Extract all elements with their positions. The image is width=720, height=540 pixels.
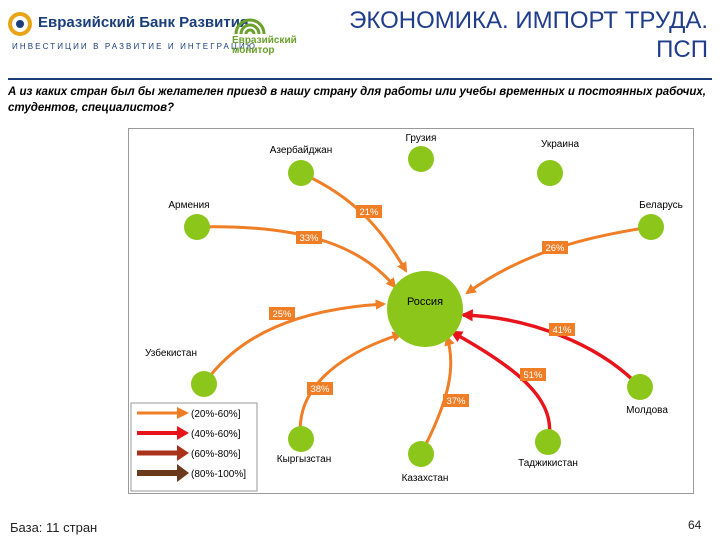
footer-base: База: 11 стран [10, 520, 98, 535]
header-divider [8, 78, 712, 80]
node-kazakhstan [408, 441, 434, 467]
monitor-name: Евразийский монитор [232, 35, 297, 56]
legend-head-3 [177, 464, 189, 482]
arrow-kazakhstan [419, 334, 455, 455]
node-tajikistan-label: Таджикистан [518, 458, 578, 469]
node-armenia-label: Армения [168, 200, 209, 211]
bank-logo-icon [8, 12, 32, 36]
percent-box-belarus [542, 241, 568, 254]
header: Евразийский Банк Развития ИНВЕСТИЦИИ В Р… [0, 0, 720, 78]
arrow-belarus [465, 225, 652, 295]
node-armenia [184, 214, 210, 240]
legend-box [130, 402, 258, 492]
percent-label-belarus: 26% [545, 243, 565, 254]
legend-head-0 [177, 407, 189, 419]
node-georgia [408, 146, 434, 172]
percent-box-moldova [549, 323, 575, 336]
legend-head-2 [177, 445, 189, 461]
percent-label-azerbaijan: 21% [359, 207, 379, 218]
percent-label-kazakhstan: 37% [446, 396, 466, 407]
percent-box-tajikistan [520, 368, 546, 381]
percent-box-kyrgyzstan [307, 382, 333, 395]
percent-box-kazakhstan [443, 394, 469, 407]
monitor-line-2: монитор [232, 45, 275, 56]
node-georgia-label: Грузия [406, 133, 437, 144]
percent-label-tajikistan: 51% [523, 370, 543, 381]
percent-box-uzbekistan [269, 307, 295, 320]
page-number: 64 [688, 518, 702, 532]
node-kazakhstan-label: Казахстан [402, 473, 449, 484]
node-ukraine-label: Украина [541, 139, 580, 150]
title-line-2: ПСП [656, 36, 708, 63]
node-kyrgyzstan-label: Кыргызстан [277, 454, 331, 465]
percent-label-uzbekistan: 25% [272, 309, 292, 320]
node-moldova [627, 374, 653, 400]
node-azerbaijan-label: Азербайджан [270, 144, 333, 156]
arrow-azerbaijan [300, 171, 408, 273]
percent-box-azerbaijan [356, 205, 382, 218]
survey-question: А из каких стран был бы желателен приезд… [8, 86, 707, 114]
legend-label-1: (40%-60%] [191, 429, 241, 440]
arrow-tajikistan [449, 330, 552, 443]
legend-head-1 [177, 426, 189, 440]
monitor-logo-icon [234, 18, 266, 35]
monitor-line-1: Евразийский [232, 35, 297, 46]
title-line-1: ЭКОНОМИКА. ИМПОРТ ТРУДА. [349, 7, 708, 34]
node-russia [387, 271, 463, 347]
legend-label-2: (60%-80%] [191, 449, 241, 460]
bank-name: Евразийский Банк Развития [38, 14, 249, 31]
legend: (20%-60%] (40%-60%] (60%-80%] (80%-100%] [130, 402, 258, 492]
node-tajikistan [535, 429, 561, 455]
node-uzbekistan-label: Узбекистан [145, 347, 197, 359]
node-moldova-label: Молдова [626, 405, 668, 416]
node-belarus-label: Беларусь [639, 200, 683, 211]
node-azerbaijan [288, 160, 314, 186]
node-russia-label: Россия [407, 296, 443, 308]
node-uzbekistan [191, 371, 217, 397]
bank-tagline: ИНВЕСТИЦИИ В РАЗВИТИЕ И ИНТЕГРАЦИЮ [12, 42, 258, 51]
page-title: ЭКОНОМИКА. ИМПОРТ ТРУДА. ПСП [349, 6, 708, 64]
node-kyrgyzstan [288, 426, 314, 452]
legend-label-0: (20%-60%] [191, 409, 241, 420]
node-ukraine [537, 160, 563, 186]
percent-label-moldova: 41% [552, 325, 572, 336]
percent-box-armenia [296, 231, 322, 244]
node-belarus [638, 214, 664, 240]
arrow-kyrgyzstan [298, 331, 403, 440]
legend-label-3: (80%-100%] [191, 469, 246, 480]
percent-label-kyrgyzstan: 38% [310, 384, 330, 395]
arrow-armenia [196, 225, 397, 289]
percent-label-armenia: 33% [299, 233, 319, 244]
arrow-uzbekistan [202, 299, 387, 385]
